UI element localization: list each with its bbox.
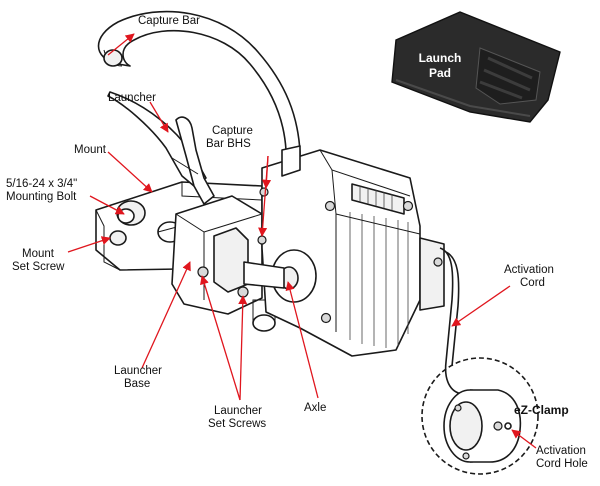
- label-launcher-set-screws-line1: Launcher: [214, 405, 262, 417]
- label-activation-cord-hole-line2: Cord Hole: [536, 458, 588, 470]
- label-activation-cord-line1: Activation: [504, 264, 554, 276]
- leader-capture-bar: [107, 33, 135, 56]
- leader-mount-set-screw: [67, 236, 111, 253]
- leader-launcher-set-screw-2: [238, 295, 248, 401]
- leader-mounting-bolt: [89, 195, 125, 215]
- label-launcher: Launcher: [108, 92, 156, 104]
- labels: Capture Bar Launcher Mount 5/16-24 x 3/4…: [6, 15, 588, 470]
- leader-lines: [67, 33, 537, 449]
- leader-activation-cord: [451, 285, 511, 327]
- launch-pad-illustration: Launch Pad: [391, 11, 561, 123]
- leader-mount: [107, 151, 153, 193]
- axle-illustration: [243, 249, 317, 303]
- leader-launcher: [149, 101, 169, 133]
- label-mount: Mount: [74, 144, 107, 156]
- label-activation-cord-hole-line1: Activation: [536, 445, 586, 457]
- leader-launcher-set-screw-1: [200, 275, 241, 401]
- label-capture-bar-bhs-line1: Capture: [212, 125, 253, 137]
- label-launcher-base-line1: Launcher: [114, 365, 162, 377]
- leader-launcher-base: [141, 261, 191, 369]
- label-capture-bar: Capture Bar: [138, 15, 200, 27]
- label-mounting-bolt-line2: Mounting Bolt: [6, 191, 77, 203]
- leader-capture-bar-bhs-2: [258, 155, 269, 237]
- ez-clamp-illustration: [421, 357, 539, 475]
- launcher-base-illustration: [171, 195, 276, 332]
- label-capture-bar-bhs-line2: Bar BHS: [206, 138, 251, 150]
- leader-activation-cord-hole: [511, 429, 537, 449]
- label-mount-set-screw-line2: Set Screw: [12, 261, 65, 273]
- capture-bar-illustration: [97, 10, 301, 159]
- leader-axle: [285, 281, 319, 399]
- launch-pad-label-line2: Pad: [429, 66, 451, 80]
- launcher-illustration: [107, 91, 215, 205]
- label-mount-set-screw-line1: Mount: [22, 248, 55, 260]
- label-ez-clamp: eZ-Clamp: [514, 403, 569, 417]
- housing-illustration: [257, 145, 445, 357]
- label-launcher-set-screws-line2: Set Screws: [208, 418, 266, 430]
- label-mounting-bolt-line1: 5/16-24 x 3/4": [6, 178, 77, 190]
- launch-pad-label-line1: Launch: [419, 51, 462, 65]
- label-axle: Axle: [304, 402, 326, 414]
- label-activation-cord-line2: Cord: [520, 277, 545, 289]
- label-launcher-base-line2: Base: [124, 378, 150, 390]
- activation-cord-illustration: [439, 247, 463, 395]
